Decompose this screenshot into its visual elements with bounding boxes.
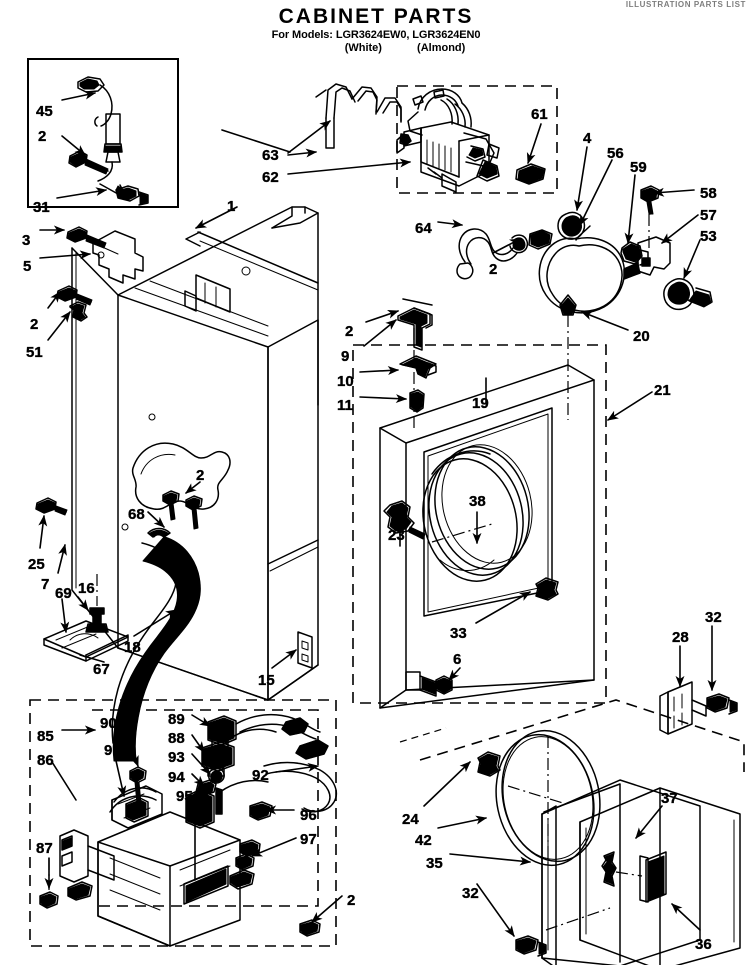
callout-number-38[interactable]: 38 [469,493,486,510]
callout-number-4[interactable]: 4 [583,130,592,147]
latch-parts [359,298,437,430]
callout-number-93[interactable]: 93 [168,749,185,766]
callout-number-86[interactable]: 86 [37,752,54,769]
callout-number-88[interactable]: 88 [168,730,185,747]
callout-number-23[interactable]: 23 [388,527,405,544]
callout-number-31[interactable]: 31 [33,199,50,216]
callout-number-32[interactable]: 32 [462,885,479,902]
callout-number-6[interactable]: 6 [453,651,462,668]
callout-number-67[interactable]: 67 [93,661,110,678]
right-bracket [659,625,738,735]
callout-number-10[interactable]: 10 [337,373,354,390]
callout-number-63[interactable]: 63 [262,147,279,164]
callout-number-33[interactable]: 33 [450,625,467,642]
callout-number-69[interactable]: 69 [55,585,72,602]
door-assembly [399,699,745,965]
callout-number-20[interactable]: 20 [633,328,650,345]
callout-number-57[interactable]: 57 [700,207,717,224]
callout-number-59[interactable]: 59 [630,159,647,176]
callout-number-35[interactable]: 35 [426,855,443,872]
callout-number-25[interactable]: 25 [28,556,45,573]
bulkhead [352,294,653,709]
callout-number-9[interactable]: 9 [341,348,350,365]
callout-number-2[interactable]: 2 [347,892,356,909]
callout-number-87[interactable]: 87 [36,840,53,857]
callout-number-68[interactable]: 68 [128,506,145,523]
callout-number-90[interactable]: 90 [100,715,117,732]
callout-number-32[interactable]: 32 [705,609,722,626]
callout-number-64[interactable]: 64 [415,220,432,237]
motor-assembly [396,85,588,212]
callout-number-42[interactable]: 42 [415,832,432,849]
callout-number-5[interactable]: 5 [23,258,32,275]
callout-number-19[interactable]: 19 [472,395,489,412]
duct-clips [147,481,203,538]
callout-number-36[interactable]: 36 [695,936,712,953]
callout-number-3[interactable]: 3 [22,232,31,249]
belt-idler [538,159,713,314]
callout-number-53[interactable]: 53 [700,228,717,245]
vent-64 [437,219,553,280]
callout-number-2[interactable]: 2 [196,467,205,484]
callout-number-91[interactable]: 91 [104,742,121,759]
callout-number-94[interactable]: 94 [168,769,185,786]
callout-number-96[interactable]: 96 [300,807,317,824]
drum-seal [383,444,559,697]
callout-number-56[interactable]: 56 [607,145,624,162]
callout-number-2[interactable]: 2 [345,323,354,340]
callout-number-37[interactable]: 37 [661,790,678,807]
callout-number-97[interactable]: 97 [300,831,317,848]
callout-number-2[interactable]: 2 [489,261,498,278]
hinge-parts [39,206,238,341]
callout-number-18[interactable]: 18 [124,639,141,656]
callout-number-45[interactable]: 45 [36,103,53,120]
callout-number-24[interactable]: 24 [402,811,419,828]
callout-number-2[interactable]: 2 [38,128,47,145]
callout-number-7[interactable]: 7 [41,576,50,593]
callout-number-85[interactable]: 85 [37,728,54,745]
inset-box-top-left [27,58,179,208]
base-parts [35,497,177,663]
callout-number-2[interactable]: 2 [30,316,39,333]
callout-number-58[interactable]: 58 [700,185,717,202]
corner-code: ILLUSTRATION PARTS LIST [625,0,746,9]
callout-number-11[interactable]: 11 [337,397,353,414]
callout-number-89[interactable]: 89 [168,711,185,728]
callout-number-21[interactable]: 21 [654,382,671,399]
callout-number-16[interactable]: 16 [78,580,95,597]
callout-number-95[interactable]: 95 [176,788,193,805]
callout-number-61[interactable]: 61 [531,106,548,123]
callout-number-15[interactable]: 15 [258,672,275,689]
callout-number-1[interactable]: 1 [227,198,236,215]
callout-number-51[interactable]: 51 [26,344,43,361]
bracket-63-62 [221,83,412,175]
callout-number-28[interactable]: 28 [672,629,689,646]
callout-number-62[interactable]: 62 [262,169,279,186]
callout-number-92[interactable]: 92 [252,767,269,784]
harness-inset [29,699,343,947]
